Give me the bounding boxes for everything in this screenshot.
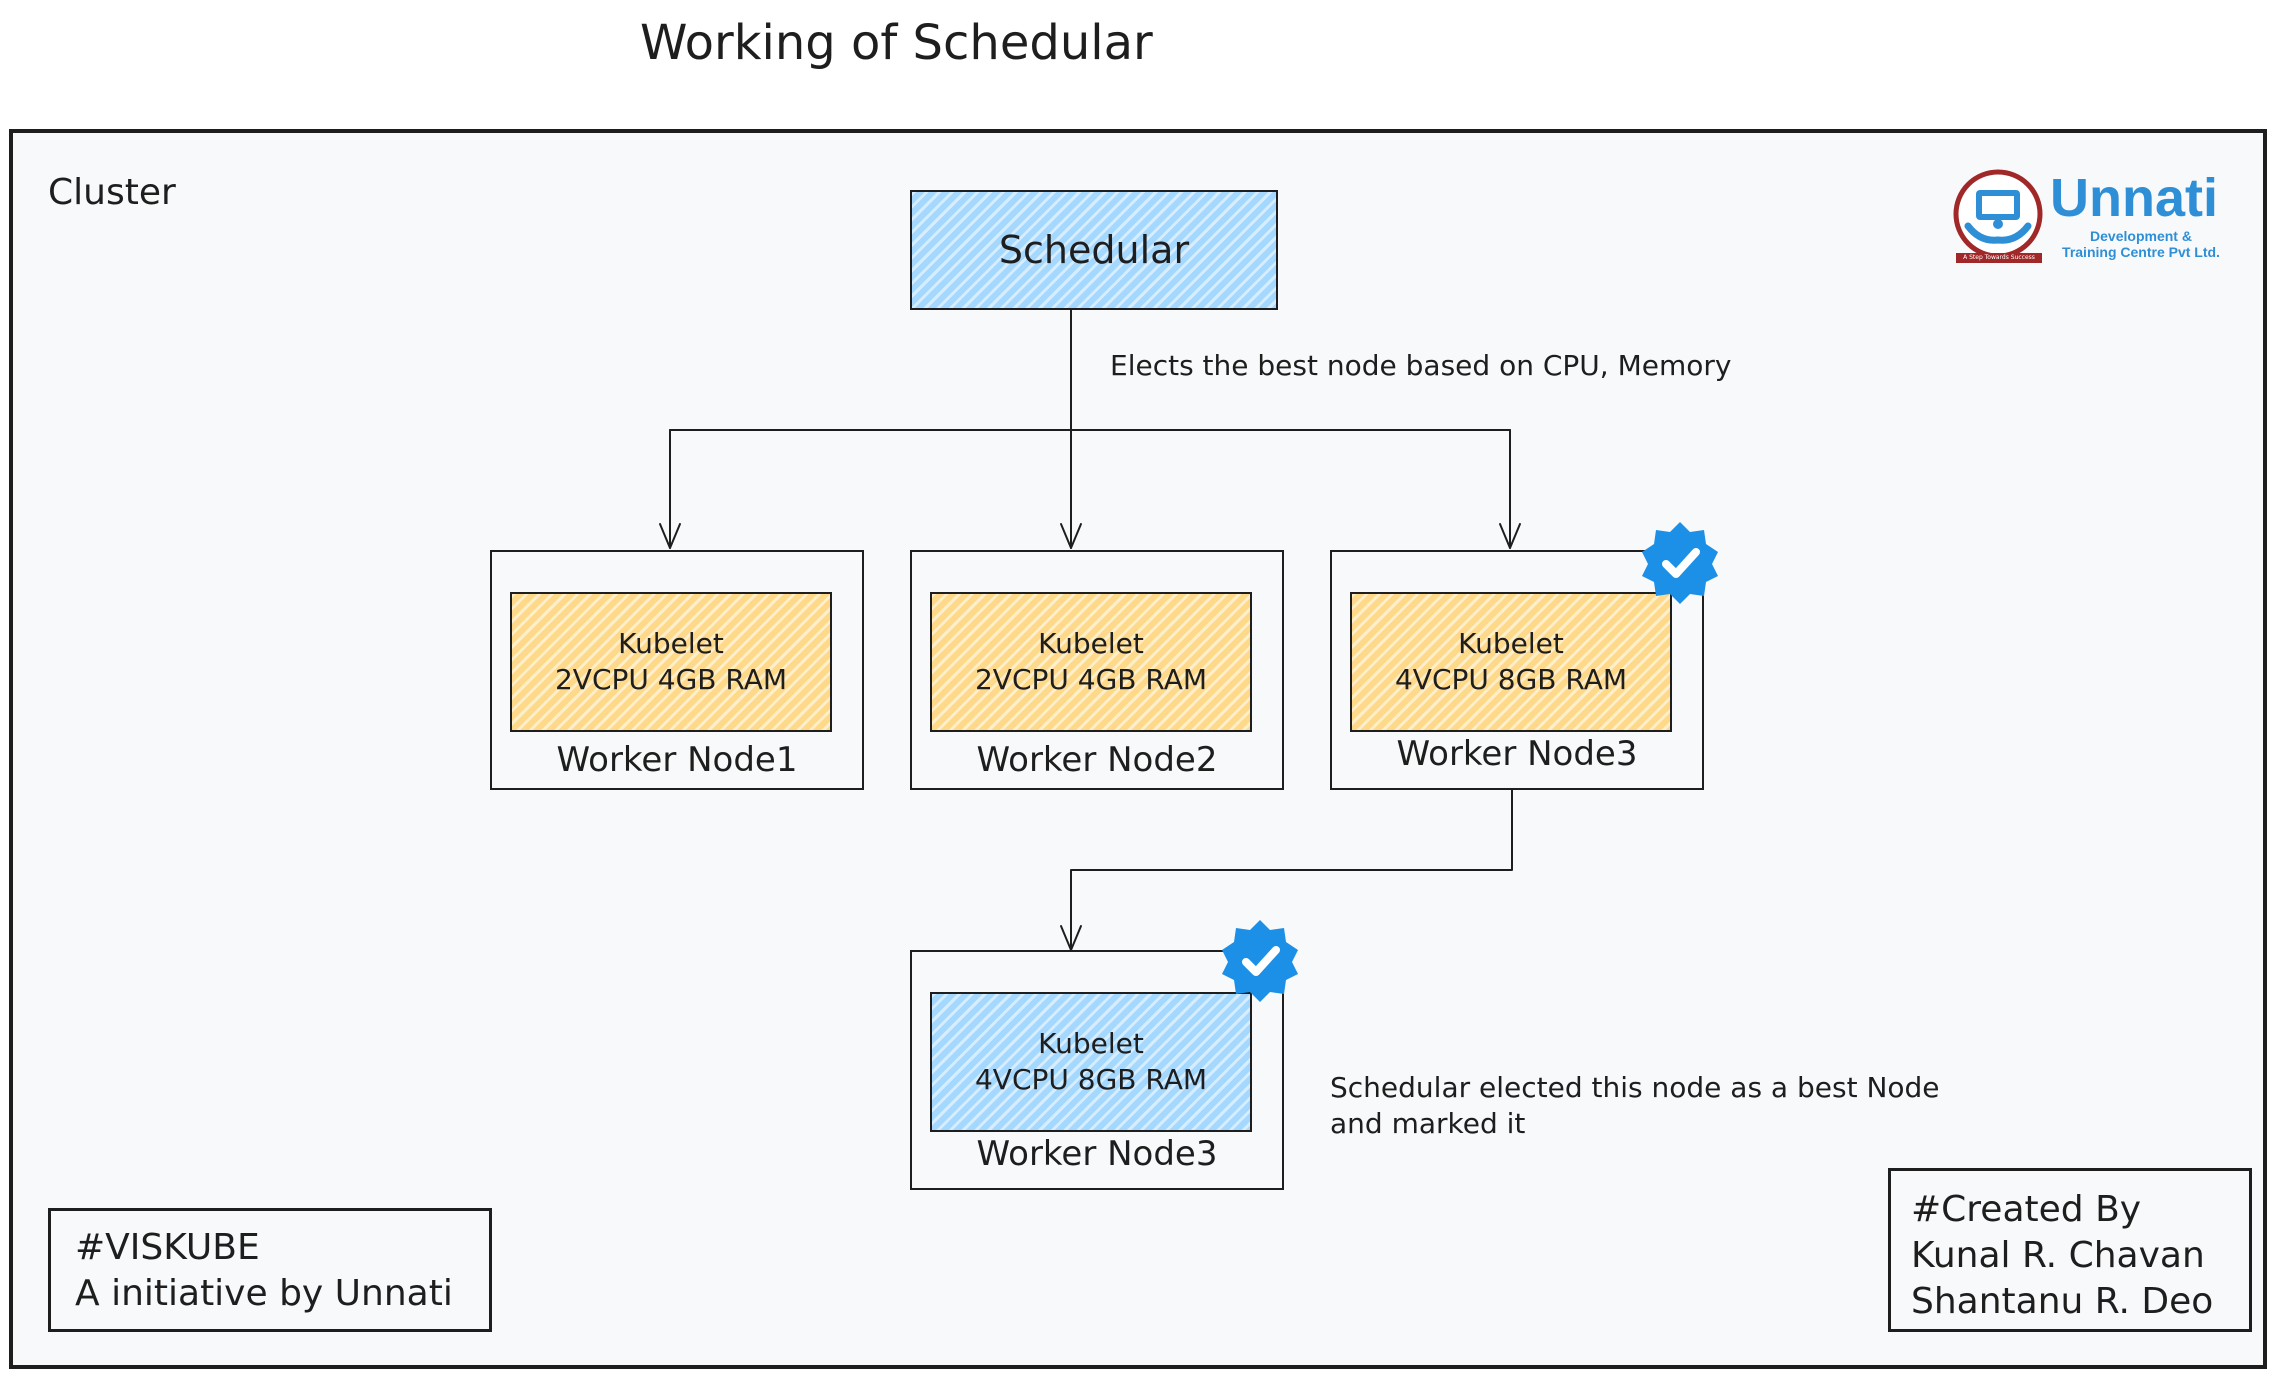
viskube-initiative: A initiative by Unnati [75,1273,453,1314]
kubelet-box: Kubelet 2VCPU 4GB RAM [930,592,1252,732]
arrowhead-node3 [1499,523,1521,549]
logo-tagline: A Step Towards Success [1956,253,2042,263]
resources-label: 4VCPU 8GB RAM [974,1063,1208,1096]
kubelet-box: Kubelet 4VCPU 8GB RAM [1350,592,1672,732]
resources-label: 2VCPU 4GB RAM [554,663,788,696]
resources-label: 2VCPU 4GB RAM [974,663,1208,696]
worker-node-label: Worker Node1 [556,740,798,780]
elected-annotation: Schedular elected this node as a best No… [1330,1070,1940,1142]
elected-annotation-line1: Schedular elected this node as a best No… [1330,1071,1940,1104]
worker-node-3: Kubelet 4VCPU 8GB RAM Worker Node3 [1330,550,1704,790]
verified-badge-icon [1642,522,1718,604]
worker-node-label: Worker Node3 [976,1134,1218,1174]
kubelet-box: Kubelet 4VCPU 8GB RAM [930,992,1252,1132]
kubelet-label: Kubelet [618,627,724,660]
worker-node-1: Kubelet 2VCPU 4GB RAM Worker Node1 [490,550,864,790]
unnati-logo-icon [1953,169,2043,259]
worker-node-label: Worker Node2 [976,740,1218,780]
worker-node-label: Worker Node3 [1396,734,1638,774]
kubelet-box: Kubelet 2VCPU 4GB RAM [510,592,832,732]
elects-annotation: Elects the best node based on CPU, Memor… [1110,349,1732,382]
cluster-label: Cluster [48,172,176,213]
kubelet-label: Kubelet [1038,1027,1144,1060]
credits-author-2: Shantanu R. Deo [1911,1281,2214,1322]
verified-badge-icon [1222,920,1298,1002]
arrow-to-elected-node [1070,789,1513,951]
elected-worker-node: Kubelet 4VCPU 8GB RAM Worker Node3 [910,950,1284,1190]
kubelet-label: Kubelet [1038,627,1144,660]
logo-subtitle-line1: Development & [2090,228,2192,244]
credits-footer: #Created By Kunal R. Chavan Shantanu R. … [1888,1168,2252,1332]
scheduler-box: Schedular [910,190,1278,310]
arrowhead-node1 [659,523,681,549]
viskube-footer: #VISKUBE A initiative by Unnati [48,1208,492,1332]
arrowhead-node2 [1060,523,1082,549]
kubelet-label: Kubelet [1458,627,1564,660]
logo-name: Unnati [2050,168,2218,228]
worker-node-2: Kubelet 2VCPU 4GB RAM Worker Node2 [910,550,1284,790]
scheduler-label: Schedular [998,228,1190,272]
viskube-hashtag: #VISKUBE [75,1227,260,1268]
credits-heading: #Created By [1911,1189,2142,1230]
logo-subtitle-line2: Training Centre Pvt Ltd. [2062,244,2220,260]
resources-label: 4VCPU 8GB RAM [1394,663,1628,696]
elected-annotation-line2: and marked it [1330,1107,1526,1140]
credits-author-1: Kunal R. Chavan [1911,1235,2205,1276]
diagram-title: Working of Schedular [640,15,1153,71]
unnati-logo: A Step Towards Success Unnati Developmen… [1950,168,2240,268]
